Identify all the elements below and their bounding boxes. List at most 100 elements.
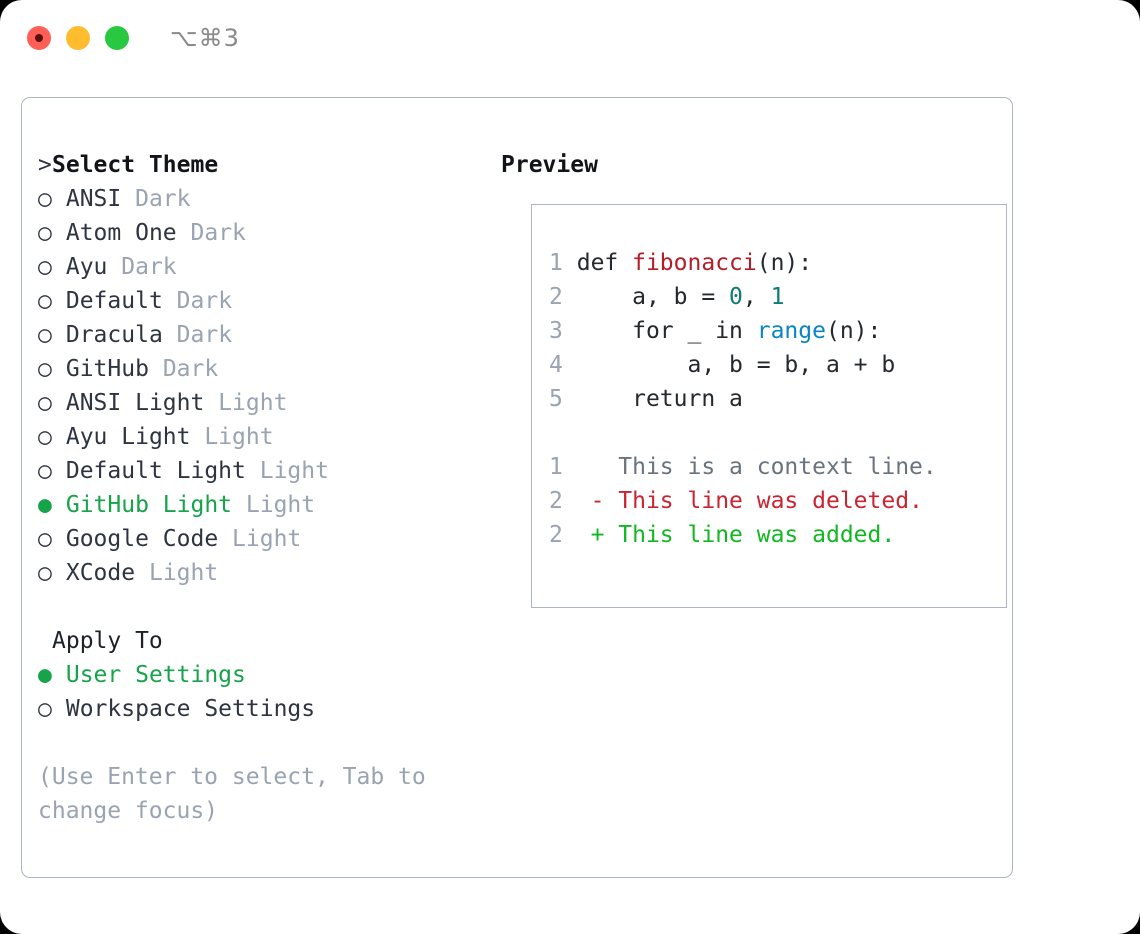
select-theme-title: Select Theme (52, 152, 219, 178)
code-line: 3 for _ in range(n): (549, 314, 989, 348)
radio-unselected-icon[interactable]: ○ (38, 220, 52, 246)
theme-option-label: Atom One (65, 220, 177, 246)
apply-option-label: User Settings (65, 662, 246, 688)
theme-option-xcode[interactable]: ○ XCode Light (38, 556, 478, 590)
theme-option-ayu-light[interactable]: ○ Ayu Light Light (38, 420, 478, 454)
radio-unselected-icon[interactable]: ○ (38, 186, 52, 212)
theme-variant-tag: Dark (176, 322, 233, 348)
apply-to-title: Apply To (52, 628, 163, 654)
diff-text: This is a context line. (618, 454, 937, 480)
close-button[interactable] (27, 26, 51, 50)
radio-selected-icon[interactable]: ● (38, 662, 52, 688)
select-theme-heading: > Select Theme (38, 148, 478, 182)
theme-variant-tag: Dark (176, 288, 233, 314)
radio-unselected-icon[interactable]: ○ (38, 458, 52, 484)
theme-option-label: Default Light (65, 458, 246, 484)
radio-selected-icon[interactable]: ● (38, 492, 52, 518)
diff-marker: + (590, 522, 619, 548)
code-line: 5 return a (549, 382, 989, 416)
line-number: 4 (549, 352, 563, 378)
theme-option-atom-one[interactable]: ○ Atom One Dark (38, 216, 478, 250)
preview-title: Preview (501, 152, 598, 178)
diff-sample: 1 This is a context line. 2 - This line w… (549, 450, 989, 552)
theme-option-label: XCode (65, 560, 136, 586)
theme-option-label: GitHub (65, 356, 149, 382)
line-number: 2 (549, 488, 563, 514)
code-token: , (742, 284, 771, 310)
radio-unselected-icon[interactable]: ○ (38, 560, 52, 586)
title-bar: ⌥⌘3 (0, 0, 1140, 76)
theme-option-label: Ayu Light (65, 424, 191, 450)
theme-option-label: GitHub Light (65, 492, 233, 518)
diff-text: This line was deleted. (618, 488, 923, 514)
traffic-light-controls (27, 26, 129, 50)
theme-option-ansi[interactable]: ○ ANSI Dark (38, 182, 478, 216)
code-token: range (756, 318, 826, 344)
code-token: for _ in (576, 318, 757, 344)
radio-unselected-icon[interactable]: ○ (38, 356, 52, 382)
theme-variant-tag: Light (245, 492, 316, 518)
theme-option-default[interactable]: ○ Default Dark (38, 284, 478, 318)
line-number: 1 (549, 454, 563, 480)
theme-list: ○ ANSI Dark○ Atom One Dark○ Ayu Dark○ De… (38, 182, 478, 590)
theme-variant-tag: Light (204, 424, 274, 450)
line-number: 1 (549, 250, 563, 276)
apply-to-heading: Apply To (38, 624, 478, 658)
theme-selector-column: > Select Theme ○ ANSI Dark○ Atom One Dar… (38, 148, 478, 828)
theme-option-ansi-light[interactable]: ○ ANSI Light Light (38, 386, 478, 420)
theme-variant-tag: Light (218, 390, 288, 416)
main-panel: > Select Theme ○ ANSI Dark○ Atom One Dar… (21, 97, 1013, 878)
line-number: 5 (549, 386, 563, 412)
radio-unselected-icon[interactable]: ○ (38, 254, 52, 280)
radio-unselected-icon[interactable]: ○ (38, 526, 52, 552)
theme-option-google-code[interactable]: ○ Google Code Light (38, 522, 478, 556)
radio-unselected-icon[interactable]: ○ (38, 696, 52, 722)
theme-variant-tag: Dark (121, 254, 177, 280)
apply-option-user-settings[interactable]: ● User Settings (38, 658, 478, 692)
keyboard-hint-text: (Use Enter to select, Tab to change focu… (38, 764, 440, 824)
theme-option-label: Google Code (65, 526, 219, 552)
code-line: 2 a, b = 0, 1 (549, 280, 989, 314)
theme-option-label: Ayu (65, 254, 108, 280)
code-token: (n): (756, 250, 813, 276)
line-number: 2 (549, 284, 563, 310)
code-token: return a (576, 386, 743, 412)
code-token: 0 (729, 284, 743, 310)
code-token: a, b = (576, 284, 730, 310)
code-token: a, b = b, a + b (576, 352, 896, 378)
preview-column: Preview 1 def fibonacci(n):2 a, b = 0, 1… (501, 148, 1007, 608)
theme-option-github-light[interactable]: ● GitHub Light Light (38, 488, 478, 522)
theme-variant-tag: Light (232, 526, 302, 552)
radio-unselected-icon[interactable]: ○ (38, 322, 52, 348)
diff-text: This line was added. (618, 522, 896, 548)
theme-option-default-light[interactable]: ○ Default Light Light (38, 454, 478, 488)
theme-option-dracula[interactable]: ○ Dracula Dark (38, 318, 478, 352)
maximize-button[interactable] (105, 26, 129, 50)
code-line: 4 a, b = b, a + b (549, 348, 989, 382)
radio-unselected-icon[interactable]: ○ (38, 424, 52, 450)
line-number: 3 (549, 318, 563, 344)
diff-marker (591, 454, 619, 480)
hint-spacer (38, 726, 478, 760)
apply-option-label: Workspace Settings (65, 696, 316, 722)
theme-option-ayu[interactable]: ○ Ayu Dark (38, 250, 478, 284)
diff-line: 1 This is a context line. (549, 450, 989, 484)
theme-variant-tag: Dark (190, 220, 246, 246)
minimize-button[interactable] (66, 26, 90, 50)
diff-marker: - (590, 488, 619, 514)
apply-to-list: ● User Settings○ Workspace Settings (38, 658, 478, 726)
code-diff-spacer (549, 416, 989, 450)
radio-unselected-icon[interactable]: ○ (38, 390, 52, 416)
theme-variant-tag: Dark (135, 186, 191, 212)
theme-variant-tag: Light (259, 458, 329, 484)
apply-option-workspace-settings[interactable]: ○ Workspace Settings (38, 692, 478, 726)
code-token: (n): (825, 318, 882, 344)
theme-option-label: ANSI Light (65, 390, 205, 416)
radio-unselected-icon[interactable]: ○ (38, 288, 52, 314)
theme-option-github[interactable]: ○ GitHub Dark (38, 352, 478, 386)
theme-option-label: Dracula (65, 322, 163, 348)
theme-option-label: ANSI (65, 186, 122, 212)
